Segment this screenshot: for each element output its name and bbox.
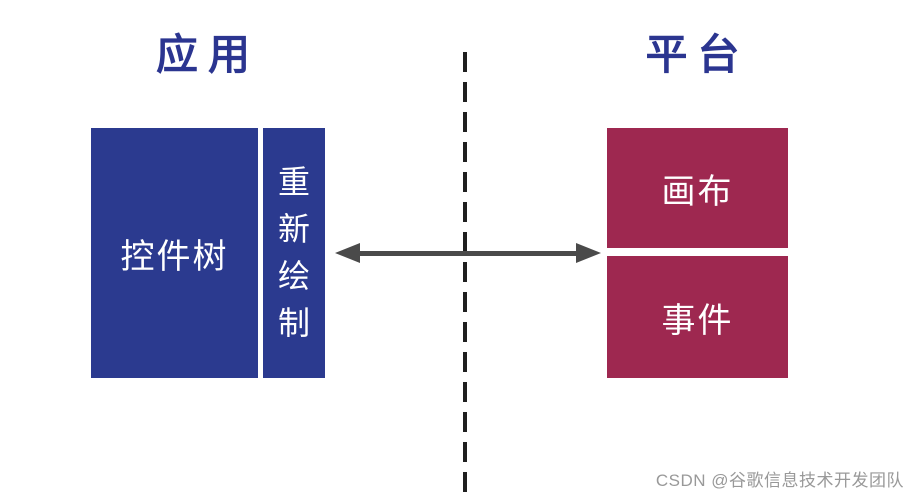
repaint-label-char-1: 重 xyxy=(277,164,310,200)
arrowhead-left-icon xyxy=(335,243,360,263)
events-box: 事件 xyxy=(607,256,788,378)
canvas-label: 画布 xyxy=(661,172,734,211)
canvas-box: 画布 xyxy=(607,128,788,248)
repaint-label-char-3: 绘 xyxy=(277,258,310,294)
csdn-watermark: CSDN @谷歌信息技术开发团队 xyxy=(655,471,904,490)
arrow-shaft xyxy=(353,250,583,256)
repaint-label-char-2: 新 xyxy=(277,211,310,247)
widget-tree-box: 控件树 xyxy=(91,128,258,378)
arrowhead-right-icon xyxy=(576,243,601,263)
repaint-box: 重 新 绘 制 xyxy=(263,128,325,378)
bidirectional-arrow xyxy=(335,243,601,263)
platform-section-title: 平台 xyxy=(645,33,750,79)
widget-tree-label: 控件树 xyxy=(120,237,229,276)
events-label: 事件 xyxy=(661,301,734,340)
section-divider-dashed-line xyxy=(463,52,467,499)
repaint-label-char-4: 制 xyxy=(277,305,310,341)
application-section-title: 应用 xyxy=(155,33,260,79)
